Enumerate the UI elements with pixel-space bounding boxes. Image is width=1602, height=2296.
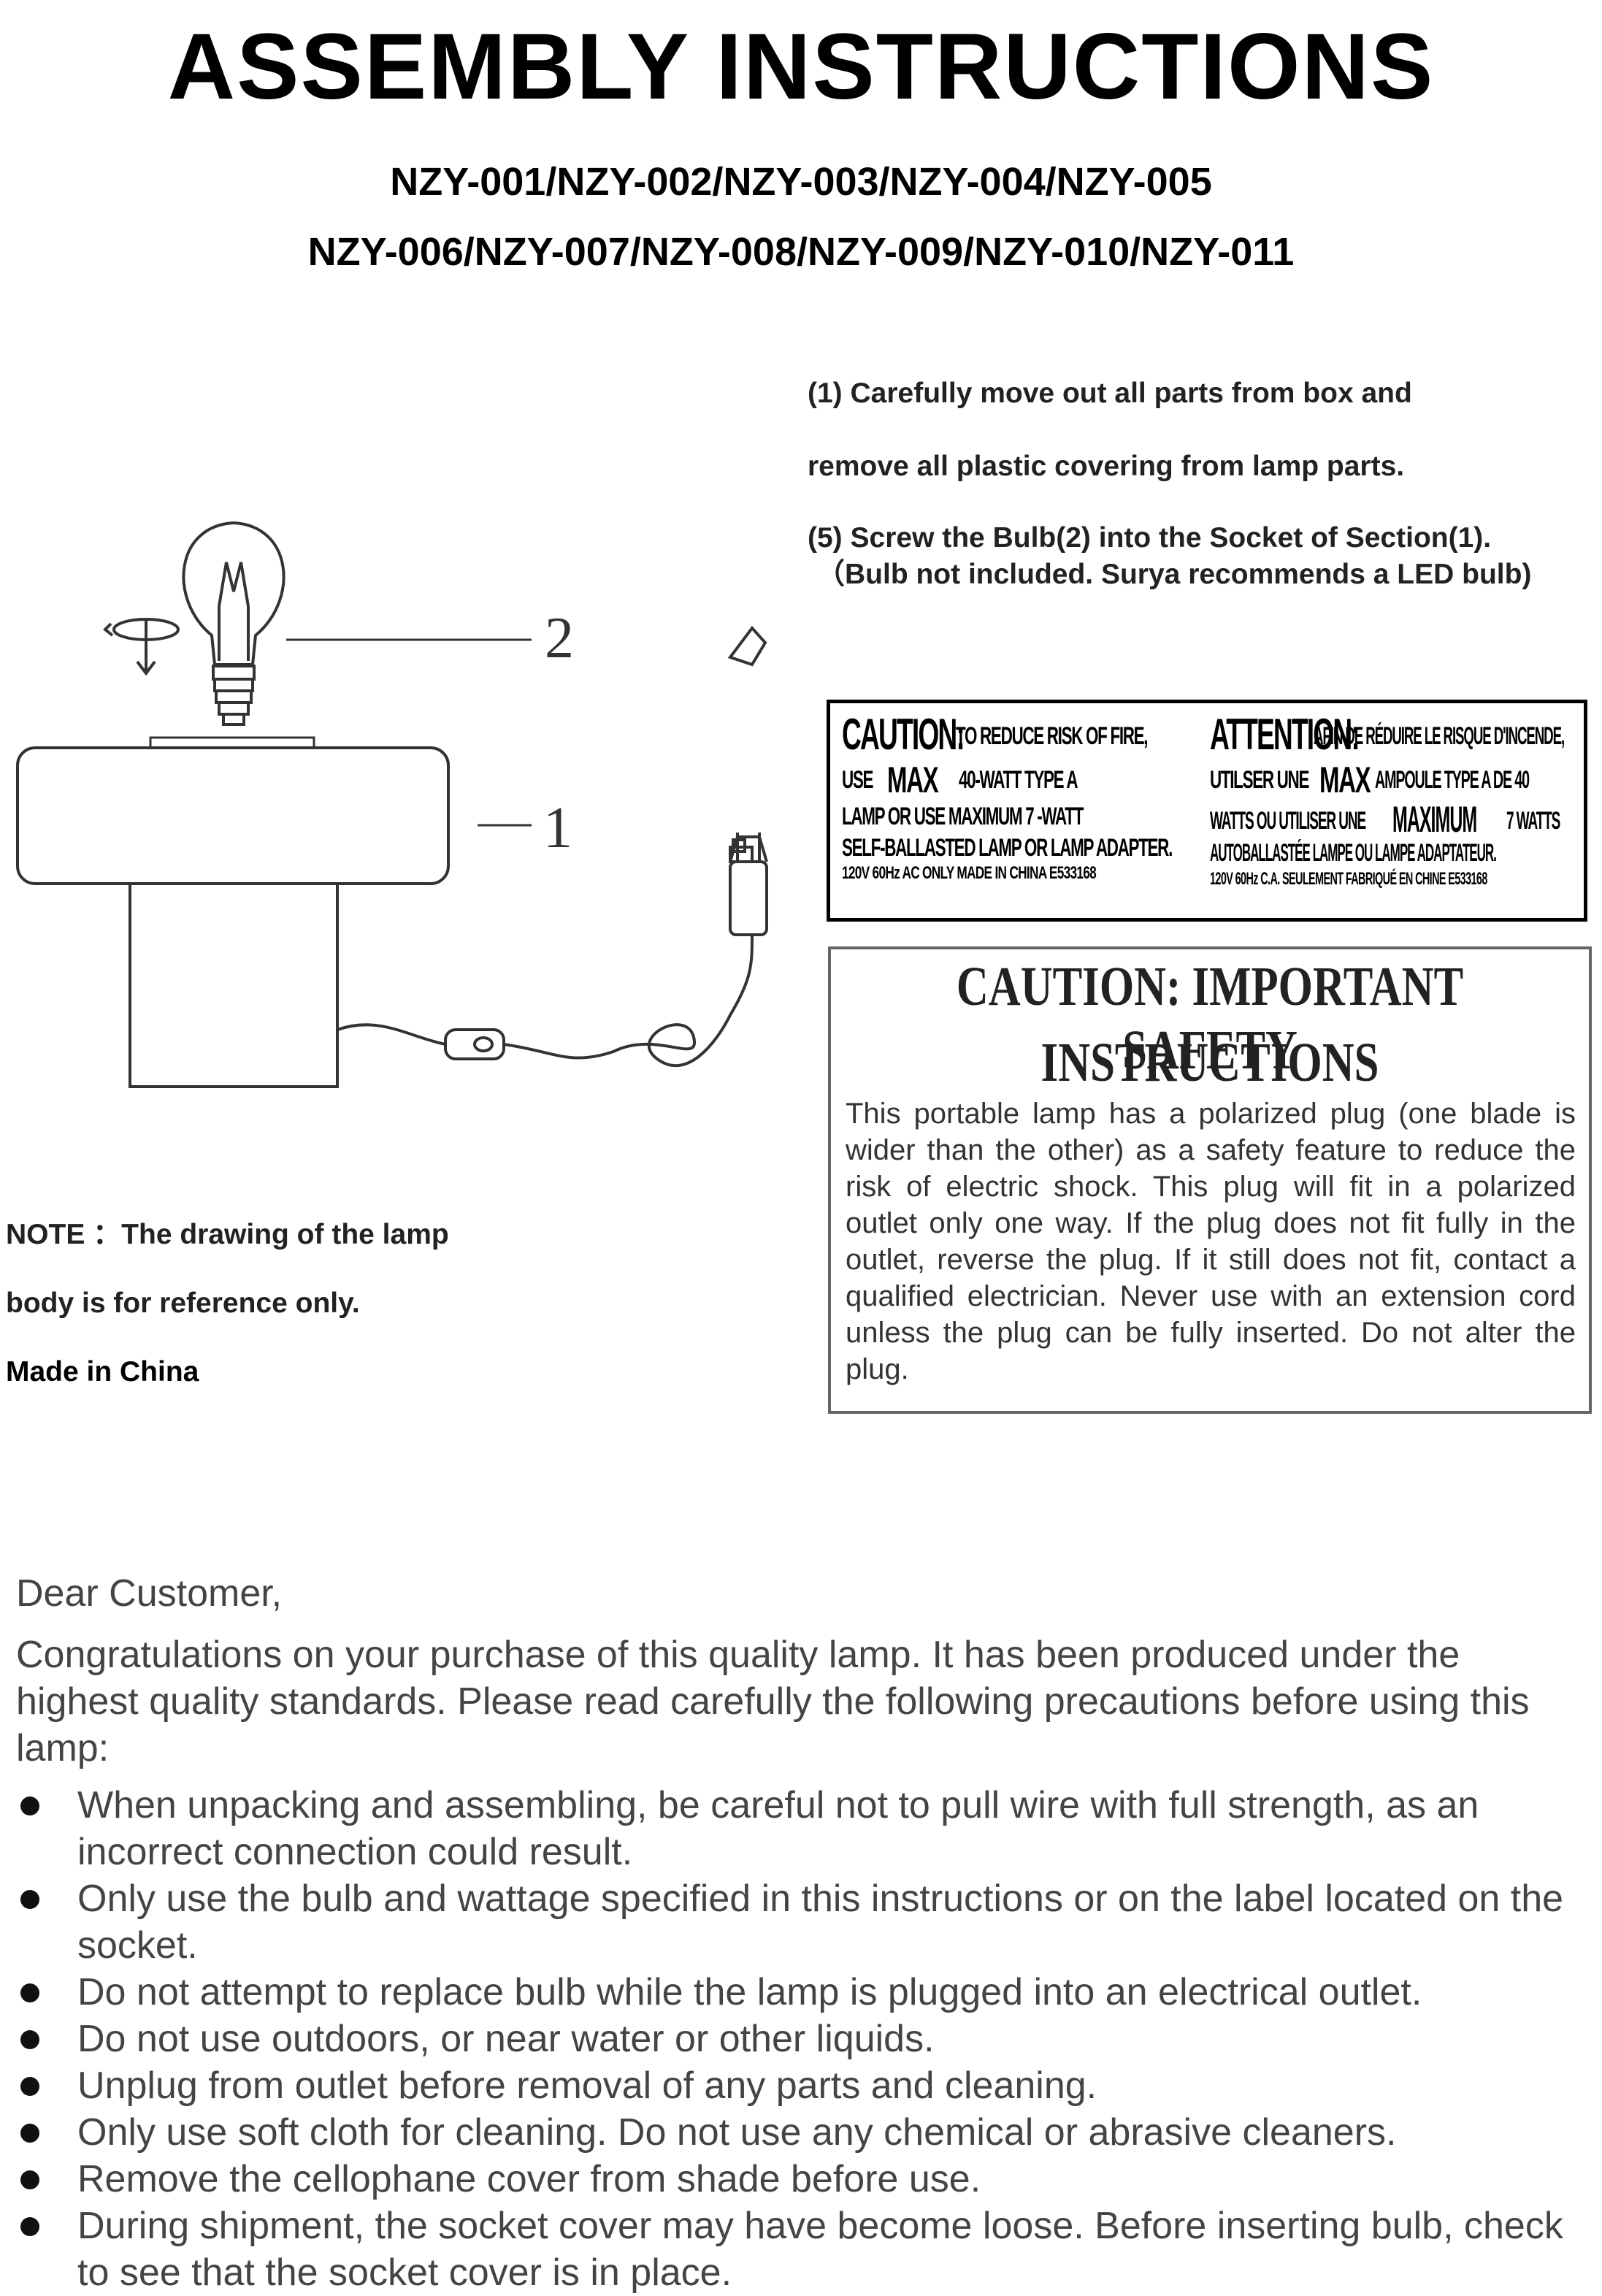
bullet-icon [20,1890,39,1909]
bulb-illustration [182,521,285,726]
letter-greeting: Dear Customer, [16,1572,283,1615]
attention-heading: ATTENTION: [1210,710,1360,759]
bullet-icon [20,2077,39,2096]
precaution-text: When unpacking and assembling, be carefu… [77,1784,1479,1873]
attention-line-4: AUTOBALLASTÉE LAMPE OU LAMPE ADAPTATEUR. [1210,839,1497,867]
callout-2-number: 2 [545,606,574,670]
list-item: Only use soft cloth for cleaning. Do not… [16,2109,1579,2156]
attention-line-2: AMPOULE TYPE A DE 40 [1375,766,1530,794]
lamp-base [129,882,339,1088]
list-item: Unplug from outlet before removal of any… [16,2062,1579,2109]
caution-line-1: TO REDUCE RISK OF FIRE, [956,722,1149,750]
precaution-text: Unplug from outlet before removal of any… [77,2065,1097,2107]
document-title: ASSEMBLY INSTRUCTIONS [167,15,1435,119]
step-5-line-1: (5) Screw the Bulb(2) into the Socket of… [808,522,1492,554]
letter-intro: Congratulations on your purchase of this… [16,1634,1530,1769]
caution-line-2: 40-WATT TYPE A [959,766,1078,794]
socket-top [149,736,315,749]
precautions-list: When unpacking and assembling, be carefu… [16,1782,1579,2296]
caution-label-french: ATTENTION: AFIN DE RÉDUIRE LE RISQUE D'I… [1210,709,1575,889]
attention-maximum: MAXIMUM [1392,799,1477,840]
precaution-text: During shipment, the socket cover may ha… [77,2205,1563,2294]
lamp-assembly-drawing: 2 1 [16,521,768,1088]
safety-title-line-2: INSTRUCTIONS [1040,1032,1379,1093]
list-item: Do not attempt to replace bulb while the… [16,1969,1579,2016]
safety-instructions-box: CAUTION: IMPORTANT SAFETY INSTRUCTIONS T… [828,946,1592,1414]
caution-label-english: CAUTION: TO REDUCE RISK OF FIRE, USE MAX… [842,709,1207,884]
attention-line-3a: WATTS OU UTILISER UNE [1210,807,1366,835]
precaution-text: Only use the bulb and wattage specified … [77,1878,1564,1967]
caution-label: CAUTION: TO REDUCE RISK OF FIRE, USE MAX… [827,700,1587,922]
precaution-text: Do not use outdoors, or near water or ot… [77,2018,935,2060]
step-1-line-1: (1) Carefully move out all parts from bo… [808,378,1412,409]
plug-icon [729,835,768,862]
step-1-line-2: remove all plastic covering from lamp pa… [808,451,1405,482]
bullet-icon [20,1983,39,2002]
lamp-shade [16,746,450,885]
caution-line-4: SELF-BALLASTED LAMP OR LAMP ADAPTER. [842,833,1173,862]
rotation-arrow-icon [103,618,180,676]
caution-use: USE [842,766,874,794]
customer-letter: Dear Customer, Congratulations on your p… [16,1570,1579,2296]
list-item: Do not use outdoors, or near water or ot… [16,2016,1579,2062]
attention-max: MAX [1319,759,1371,800]
caution-line-3: LAMP OR USE MAXIMUM 7 -WATT [842,803,1084,830]
safety-title-line-1: CAUTION: IMPORTANT SAFETY [956,956,1464,1081]
caution-max: MAX [887,759,939,800]
bullet-icon [20,2030,39,2049]
attention-use: UTILSER UNE [1210,766,1309,794]
bullet-icon [20,2217,39,2236]
list-item: When unpacking and assembling, be carefu… [16,1782,1579,1875]
bullet-icon [20,1796,39,1815]
bullet-icon [20,2170,39,2189]
model-numbers-line-1: NZY-001/NZY-002/NZY-003/NZY-004/NZY-005 [390,160,1212,204]
caution-line-5: 120V 60Hz AC ONLY MADE IN CHINA E533168 [842,863,1097,883]
list-item: During shipment, the socket cover may ha… [16,2203,1579,2296]
made-in-label: Made in China [6,1356,199,1388]
model-numbers-line-2: NZY-006/NZY-007/NZY-008/NZY-009/NZY-010/… [307,230,1295,274]
precaution-text: Do not attempt to replace bulb while the… [77,1971,1422,2013]
precaution-text: Only use soft cloth for cleaning. Do not… [77,2111,1397,2154]
list-item: Only use the bulb and wattage specified … [16,1875,1579,1969]
attention-line-5: 120V 60Hz C.A. SEULEMENT FABRIQUÉ EN CHI… [1210,868,1487,889]
bullet-icon [20,2124,39,2143]
list-item: Remove the cellophane cover from shade b… [16,2156,1579,2203]
safety-body-text: This portable lamp has a polarized plug … [846,1098,1576,1385]
precaution-text: Remove the cellophane cover from shade b… [77,2158,981,2200]
note-line-1: NOTE ：The drawing of the lamp [6,1219,449,1250]
note-line-2: body is for reference only. [6,1287,360,1319]
step-5-line-2: （Bulb not included. Surya recommends a L… [816,559,1532,590]
attention-line-3b: 7 WATTS [1506,807,1560,835]
callout-1-number: 1 [543,796,572,860]
power-cord [337,833,768,1068]
caution-heading: CAUTION: [842,710,965,759]
attention-line-1: AFIN DE RÉDUIRE LE RISQUE D'INCENDE, [1314,722,1565,750]
plug-adapter [727,625,767,667]
